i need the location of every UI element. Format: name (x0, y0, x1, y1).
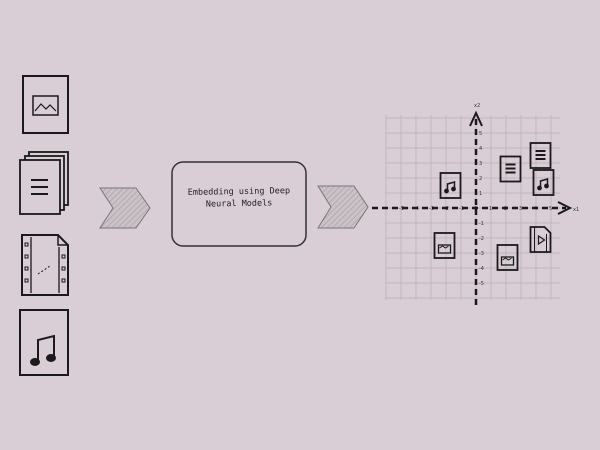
text-point-icon (529, 142, 552, 169)
y-tick-label: 5 (479, 131, 482, 137)
x-tick-label: -1 (459, 206, 464, 212)
y-tick-label: 3 (479, 161, 482, 167)
embedding-model-label: Embedding using Deep Neural Models (187, 186, 291, 210)
text-documents-stack-icon (19, 151, 69, 215)
image-point-icon (433, 232, 456, 259)
y-tick-label: -3 (479, 251, 484, 257)
audio-point-icon (532, 169, 555, 196)
y-tick-label: -4 (479, 266, 484, 272)
y-tick-label: 2 (479, 176, 482, 182)
y-axis-arrowhead (469, 110, 483, 127)
y-tick-label: 4 (479, 146, 482, 152)
y-axis-label: x2 (474, 103, 480, 109)
x-tick-label: 3 (519, 206, 522, 212)
embedding-plot: -5-4-3-2-101234554321-1-2-3-4-5 x1 x2 (372, 103, 579, 305)
x-axis-arrowhead (557, 201, 573, 215)
chevron-arrow-icon (99, 187, 151, 229)
x-axis-label: x1 (573, 207, 579, 213)
video-point-icon (529, 226, 552, 253)
y-tick-label: 1 (479, 191, 482, 197)
chevron-arrow-icon (317, 185, 369, 229)
y-tick-label: -5 (479, 281, 484, 287)
image-point-icon (496, 244, 519, 271)
y-tick-label: -1 (479, 221, 484, 227)
embedding-model-box (171, 161, 307, 247)
x-tick-label: -3 (429, 206, 434, 212)
audio-point-icon (439, 172, 462, 199)
audio-document-icon (19, 309, 69, 376)
video-document-icon (21, 234, 69, 296)
x-tick-label: 1 (489, 206, 492, 212)
x-tick-label: 5 (549, 206, 552, 212)
points (433, 142, 555, 271)
image-document-icon (22, 75, 69, 134)
text-point-icon (499, 155, 522, 183)
y-tick-label: -2 (479, 236, 484, 242)
x-tick-label: -5 (399, 206, 404, 212)
